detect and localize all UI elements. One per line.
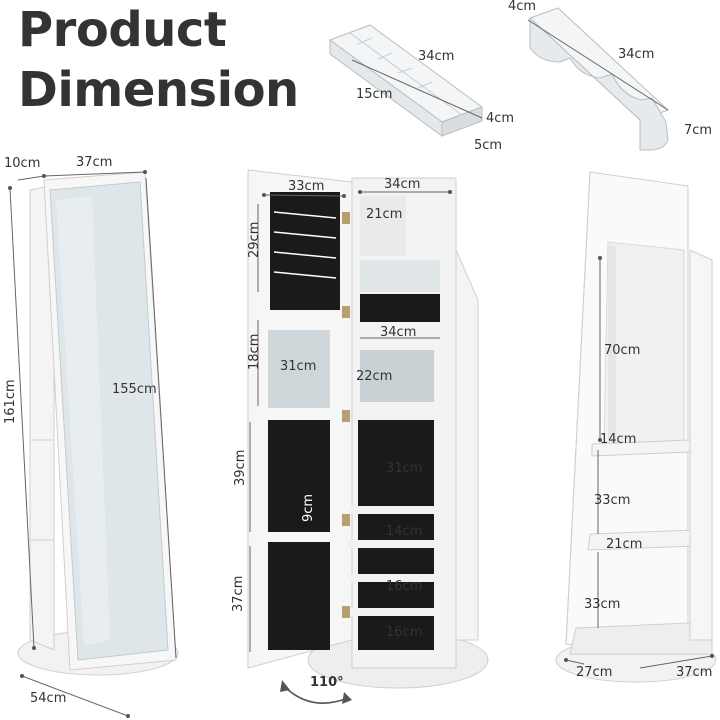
tray2-height-label: 7cm — [684, 123, 713, 138]
door-hook-label: 9cm — [301, 493, 316, 522]
back-gap-1-label: 33cm — [594, 493, 631, 508]
back-base-width-label: 37cm — [676, 665, 713, 680]
tray1-length-label: 34cm — [418, 49, 455, 64]
back-mirror-label: 70cm — [604, 343, 641, 358]
back-shelf-mid-label: 21cm — [606, 537, 643, 552]
mirror-width-label: 37cm — [76, 155, 113, 170]
mirror-height-label: 155cm — [112, 382, 157, 397]
cabinet-mirror-width-label: 22cm — [356, 369, 393, 384]
door-width-label: 33cm — [288, 179, 325, 194]
cabinet-mid-width-label: 34cm — [380, 325, 417, 340]
title-line-2: Dimension — [18, 62, 299, 118]
door-section-1-label: 29cm — [247, 221, 262, 258]
tray1-depth-label: 5cm — [474, 138, 503, 153]
back-gap-2-label: 33cm — [584, 597, 621, 612]
title-line-1: Product — [18, 2, 227, 58]
open-angle-label: 110° — [310, 675, 344, 690]
organizer-tray-1 — [328, 24, 484, 137]
door-mirror-width-label: 31cm — [280, 359, 317, 374]
middle-open-view — [247, 169, 489, 704]
door-section-3-label: 39cm — [233, 449, 248, 486]
cabinet-width-label: 34cm — [384, 177, 421, 192]
organizer-tray-2 — [529, 7, 669, 151]
tray1-height-label: 4cm — [486, 111, 515, 126]
door-section-4-label: 37cm — [231, 575, 246, 612]
cabinet-section-1-label: 31cm — [386, 461, 423, 476]
base-diameter-label: 54cm — [30, 691, 67, 706]
total-height-label: 161cm — [3, 379, 18, 424]
cabinet-top-shelf-label: 21cm — [366, 207, 403, 222]
left-front-view — [17, 171, 179, 676]
mirror-depth-label: 10cm — [4, 156, 41, 171]
cabinet-section-3-label: 16cm — [386, 579, 423, 594]
dimension-dots — [8, 170, 714, 718]
tray2-top-label: 4cm — [508, 0, 537, 14]
right-back-view — [555, 171, 717, 683]
cabinet-section-2-label: 14cm — [386, 524, 423, 539]
tray1-width-label: 15cm — [356, 87, 393, 102]
door-section-2-label: 18cm — [247, 333, 262, 370]
back-base-depth-label: 27cm — [576, 665, 613, 680]
tray2-length-label: 34cm — [618, 47, 655, 62]
back-shelf-top-label: 14cm — [600, 432, 637, 447]
cabinet-section-4-label: 16cm — [386, 625, 423, 640]
dimension-lines — [9, 19, 713, 717]
